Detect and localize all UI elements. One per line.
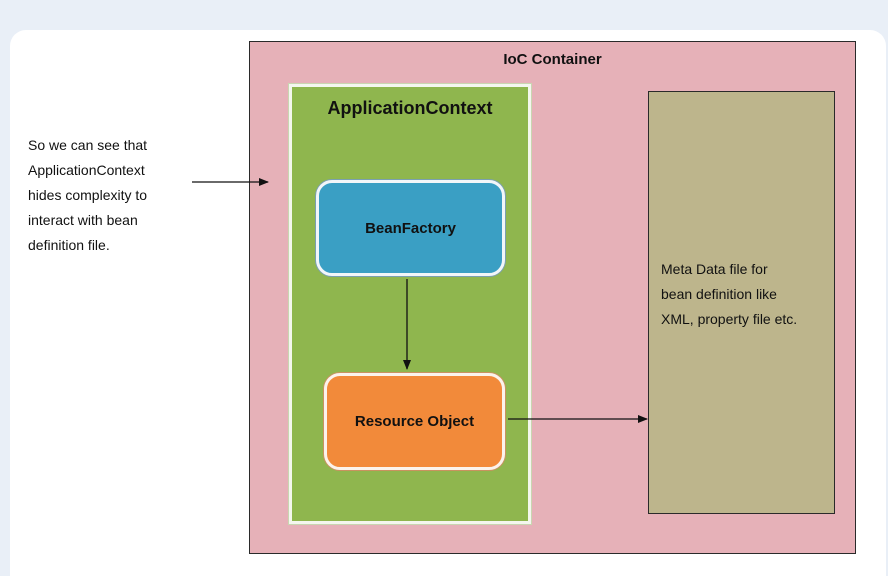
resource-object-node: Resource Object <box>324 373 505 470</box>
application-context-title: ApplicationContext <box>327 98 493 118</box>
bean-factory-label: BeanFactory <box>365 219 456 237</box>
meta-data-text: Meta Data file for bean definition like … <box>661 261 798 327</box>
resource-object-label: Resource Object <box>354 413 475 430</box>
meta-data-box: Meta Data file for bean definition like … <box>648 91 835 514</box>
side-note-text: So we can see that ApplicationContext hi… <box>28 137 148 253</box>
ioc-container-title: IoC Container <box>503 51 602 68</box>
bean-factory-node: BeanFactory <box>316 180 505 276</box>
